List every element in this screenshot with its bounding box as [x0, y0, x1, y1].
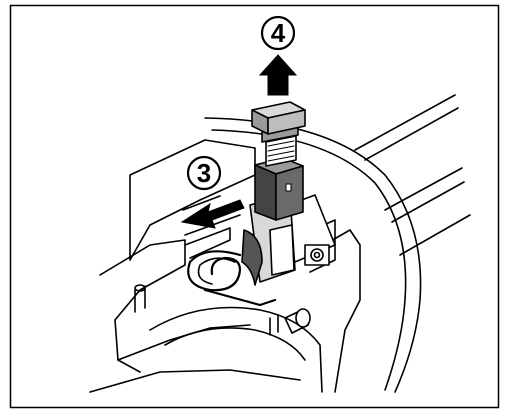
pin-end	[295, 308, 311, 328]
spring-clamp	[241, 229, 263, 286]
rib-right-4	[391, 181, 465, 223]
brush-holder-side	[275, 165, 304, 221]
holder-screw-boss	[304, 244, 330, 266]
step-3-number: 3	[197, 158, 211, 188]
step-4-badge: 4	[260, 15, 296, 51]
post-left-top	[134, 284, 146, 292]
brush-cap-thread	[265, 135, 297, 167]
housing-drawing	[89, 94, 471, 393]
illustration-border	[9, 4, 500, 409]
arrow-up-icon	[258, 54, 298, 96]
holder-screw	[310, 248, 324, 262]
rib-right-5	[399, 214, 471, 256]
brush-holder-slot	[285, 183, 292, 192]
housing-left-front	[99, 239, 186, 373]
housing-floor	[149, 306, 323, 393]
arrow-left-icon	[180, 199, 245, 229]
step-4-circle	[260, 15, 296, 51]
housing-base	[89, 369, 301, 393]
step-4-number: 4	[271, 18, 286, 48]
rib-right-1	[354, 94, 456, 151]
step-3-badge: 3	[186, 155, 222, 191]
brush-block-face	[269, 224, 295, 276]
housing-right-wall	[314, 229, 361, 393]
brush-holder-front	[254, 164, 277, 221]
housing-left-lower	[117, 324, 251, 361]
guide-rail-left	[184, 227, 231, 259]
post-mid	[269, 314, 279, 336]
rib-right-3	[384, 167, 463, 211]
housing-floor-inner	[164, 327, 306, 361]
spring-arm	[203, 288, 277, 307]
pull-guide-line-1	[182, 195, 221, 211]
drum-arc-inner	[211, 129, 407, 391]
holder-screw-center	[313, 251, 321, 259]
step-3-circle	[186, 155, 222, 191]
spring-coil	[187, 250, 242, 292]
spring-coil-inner	[197, 257, 236, 285]
brush-cap-thread-lines	[267, 140, 295, 162]
rib-right-2	[364, 107, 459, 161]
brush-cap-side	[267, 109, 306, 135]
